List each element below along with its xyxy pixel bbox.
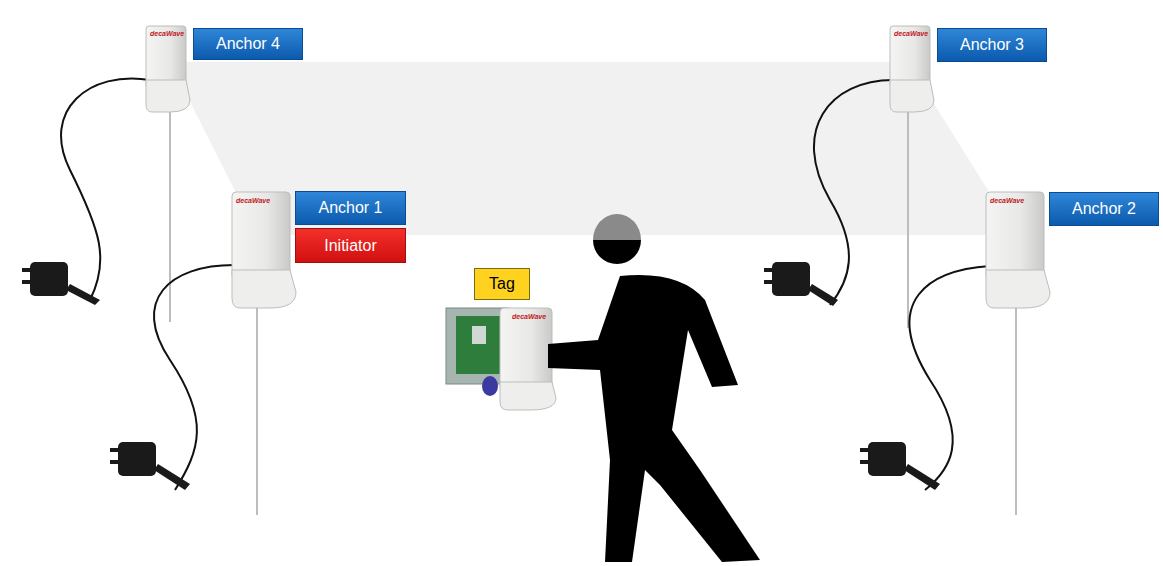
- mount-poles: [170, 110, 1016, 515]
- label-box: Anchor 1: [295, 191, 406, 225]
- device-logo: decaWave: [236, 197, 270, 205]
- box-text: Anchor 1: [318, 199, 382, 217]
- power-adapters: [22, 262, 940, 490]
- label-box: Anchor 3: [937, 28, 1047, 62]
- label-box: Tag: [474, 268, 530, 300]
- anchor-devices: [146, 26, 1050, 308]
- label-box: Anchor 4: [193, 28, 303, 60]
- tag-device: [446, 308, 556, 410]
- person-silhouette: [548, 214, 760, 562]
- box-text: Anchor 4: [216, 35, 280, 53]
- device-logo: decaWave: [512, 313, 546, 321]
- box-text: Tag: [489, 275, 515, 293]
- device-logo: decaWave: [990, 197, 1024, 205]
- device-logo: decaWave: [150, 30, 184, 38]
- box-text: Anchor 3: [960, 36, 1024, 54]
- device-logo: decaWave: [894, 30, 928, 38]
- box-text: Initiator: [324, 237, 376, 255]
- box-text: Anchor 2: [1072, 200, 1136, 218]
- label-box: Anchor 2: [1049, 192, 1159, 226]
- coverage-plane: [170, 62, 1016, 235]
- label-box: Initiator: [295, 228, 406, 263]
- power-cables: [61, 78, 990, 490]
